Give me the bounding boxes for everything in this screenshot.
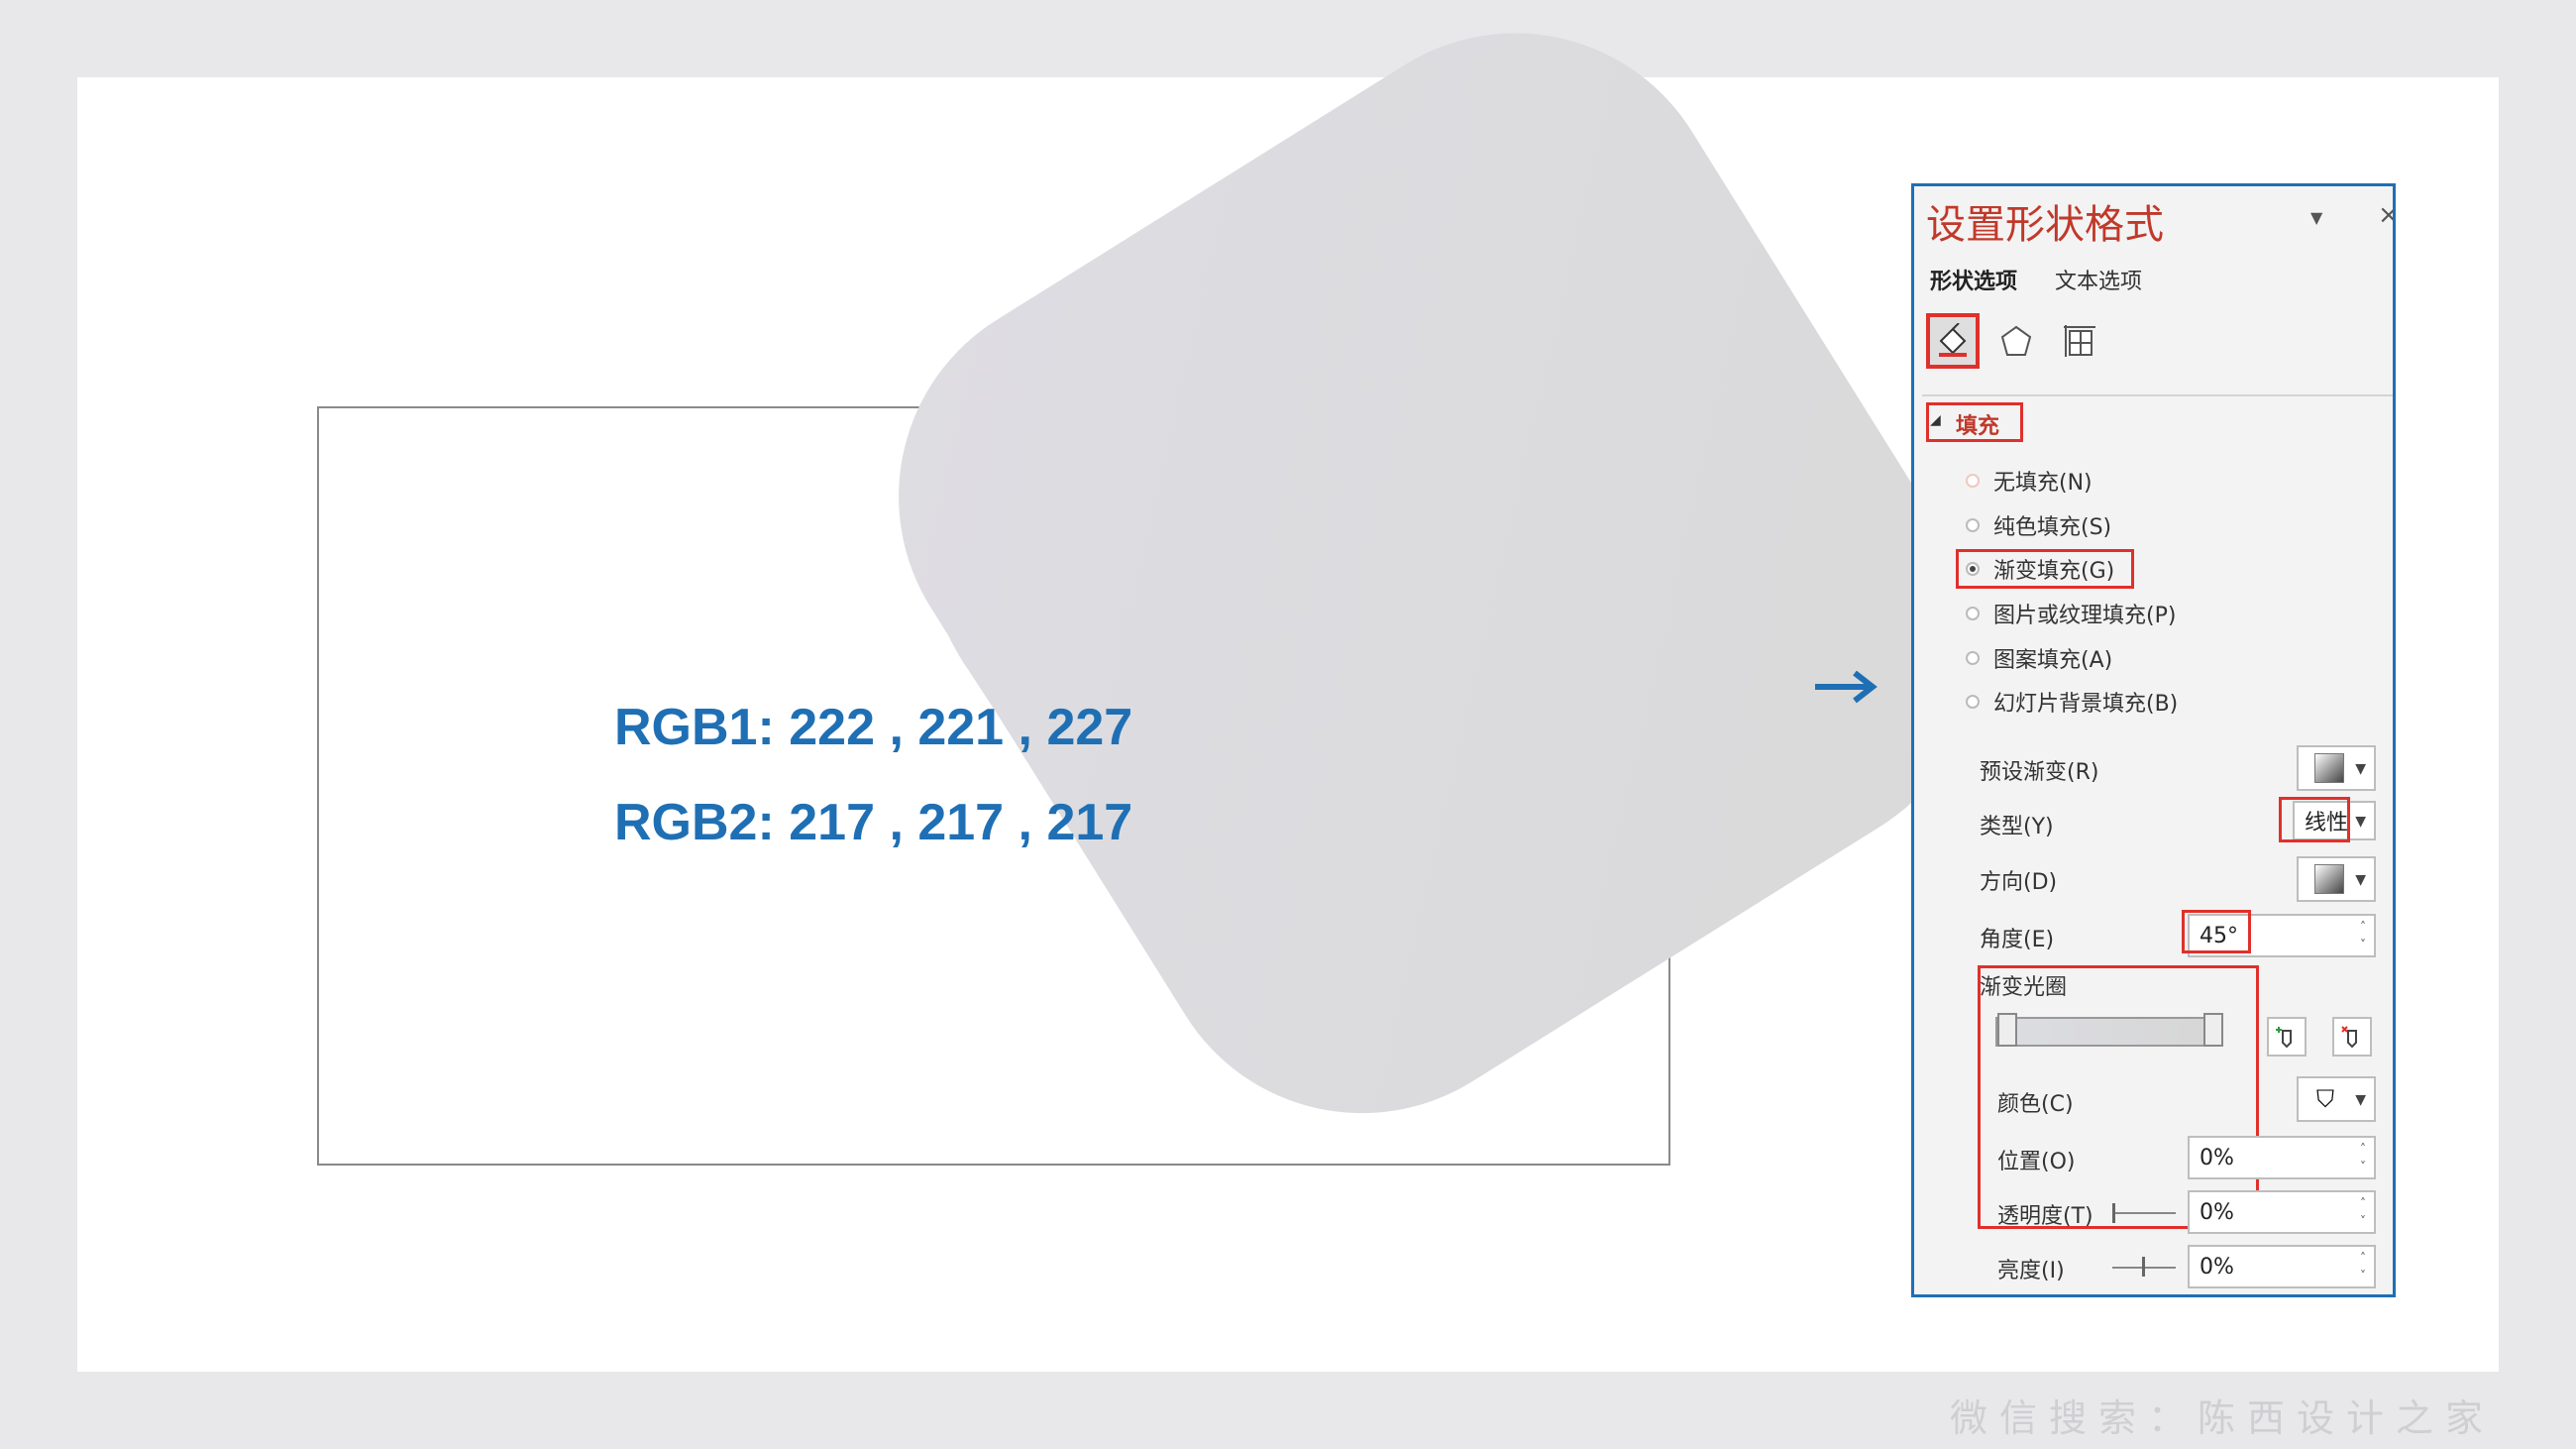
radio-gradient-fill[interactable]: 渐变填充(G) [1966,552,2114,586]
highlight-gradient-fill [1956,549,2134,589]
radio-label: 幻灯片背景填充(B) [1993,692,2179,717]
radio-button[interactable] [1966,518,1980,532]
position-label: 位置(O) [1997,1150,2076,1174]
slider-thumb[interactable] [2142,1257,2145,1277]
size-properties-icon[interactable] [2053,313,2106,369]
chevron-down-icon: ▼ [2355,1092,2366,1108]
fill-section-header[interactable]: 填充 [1956,414,2000,439]
brightness-input[interactable]: 0% ˄˅ [2188,1245,2376,1288]
close-icon[interactable]: × [2378,200,2393,230]
position-input[interactable]: 0% ˄˅ [2188,1136,2376,1179]
radio-label: 无填充(N) [1993,471,2093,496]
remove-gradient-stop-icon[interactable] [2332,1017,2372,1057]
transparency-input[interactable]: 0% ˄˅ [2188,1190,2376,1234]
paint-bucket-icon: ⛉ [2316,1085,2334,1113]
highlight-type [2279,797,2350,842]
brightness-value: 0% [2200,1254,2234,1280]
rgb2-label: RGB2: 217 , 217 , 217 [614,794,1133,851]
radio-button[interactable] [1966,695,1980,709]
tab-shape-options[interactable]: 形状选项 [1930,270,2018,294]
chevron-down-icon[interactable]: ▼ [2310,208,2323,227]
gradient-stops-bar[interactable] [1995,1017,2223,1047]
highlight-gradient-stops [1978,965,2259,1229]
radio-no-fill[interactable]: 无填充(N) [1966,464,2093,498]
gradient-stop-handle[interactable] [2203,1013,2223,1047]
fill-line-icon[interactable] [1926,313,1980,369]
panel-title: 设置形状格式 [1926,202,2164,248]
type-label: 类型(Y) [1980,815,2054,839]
brightness-label: 亮度(I) [1997,1259,2065,1283]
gradient-stops-label: 渐变光圈 [1980,975,2068,1000]
radio-slide-background-fill[interactable]: 幻灯片背景填充(B) [1966,685,2178,719]
type-dropdown[interactable]: 线性 ▼ [2293,801,2376,840]
direction-label: 方向(D) [1980,870,2058,895]
direction-dropdown[interactable]: ▼ [2297,856,2376,902]
effects-pentagon-icon[interactable] [1989,313,2043,369]
chevron-down-icon: ▼ [2355,814,2366,830]
preset-gradient-dropdown[interactable]: ▼ [2297,745,2376,791]
slider-thumb[interactable] [2112,1203,2115,1223]
radio-pattern-fill[interactable]: 图案填充(A) [1966,641,2112,675]
watermark: 微信搜索：陈西设计之家 [1950,1396,2496,1440]
spinner-arrows-icon[interactable]: ˄˅ [2360,1142,2366,1173]
transparency-label: 透明度(T) [1997,1204,2093,1229]
rectangle-outline [317,406,1670,1166]
angle-value: 45° [2200,923,2238,948]
divider [1922,394,2393,396]
preset-gradient-label: 预设渐变(R) [1980,760,2099,785]
gradient-stop-handle[interactable] [1997,1013,2017,1047]
arrow-right-icon [1815,670,1878,704]
gradient-swatch-icon [2314,753,2344,783]
radio-picture-fill[interactable]: 图片或纹理填充(P) [1966,597,2176,630]
spinner-arrows-icon[interactable]: ˄˅ [2360,1251,2366,1282]
color-label: 颜色(C) [1997,1092,2074,1117]
position-value: 0% [2200,1145,2234,1170]
format-shape-panel: 设置形状格式 ▼ × 形状选项 文本选项 ◢ 填充 无填充(N) 纯色填充(S [1911,183,2396,1297]
radio-button[interactable] [1966,607,1980,620]
add-gradient-stop-icon[interactable] [2267,1017,2307,1057]
color-dropdown[interactable]: ⛉ ▼ [2297,1076,2376,1122]
highlight-fill-section [1926,402,2023,442]
radio-label: 纯色填充(S) [1993,515,2112,540]
type-value: 线性 [2305,811,2349,836]
transparency-slider[interactable] [2112,1212,2176,1214]
angle-label: 角度(E) [1980,928,2055,952]
radio-label: 渐变填充(G) [1993,559,2115,584]
spinner-arrows-icon[interactable]: ˄˅ [2360,1196,2366,1228]
chevron-down-icon: ▼ [2355,872,2366,888]
gradient-direction-icon [2314,864,2344,894]
spinner-arrows-icon[interactable]: ˄˅ [2360,920,2366,951]
rgb1-label: RGB1: 222 , 221 , 227 [614,699,1133,756]
radio-button[interactable] [1966,562,1980,576]
angle-input[interactable]: 45° ˄˅ [2188,914,2376,957]
transparency-value: 0% [2200,1199,2234,1225]
highlight-angle [2182,910,2251,953]
radio-button[interactable] [1966,474,1980,488]
radio-label: 图片或纹理填充(P) [1993,604,2177,628]
collapse-triangle-icon[interactable]: ◢ [1930,412,1941,428]
chevron-down-icon: ▼ [2355,761,2366,777]
tab-text-options[interactable]: 文本选项 [2055,270,2143,294]
radio-solid-fill[interactable]: 纯色填充(S) [1966,508,2111,542]
radio-label: 图案填充(A) [1993,648,2113,673]
radio-button[interactable] [1966,651,1980,665]
